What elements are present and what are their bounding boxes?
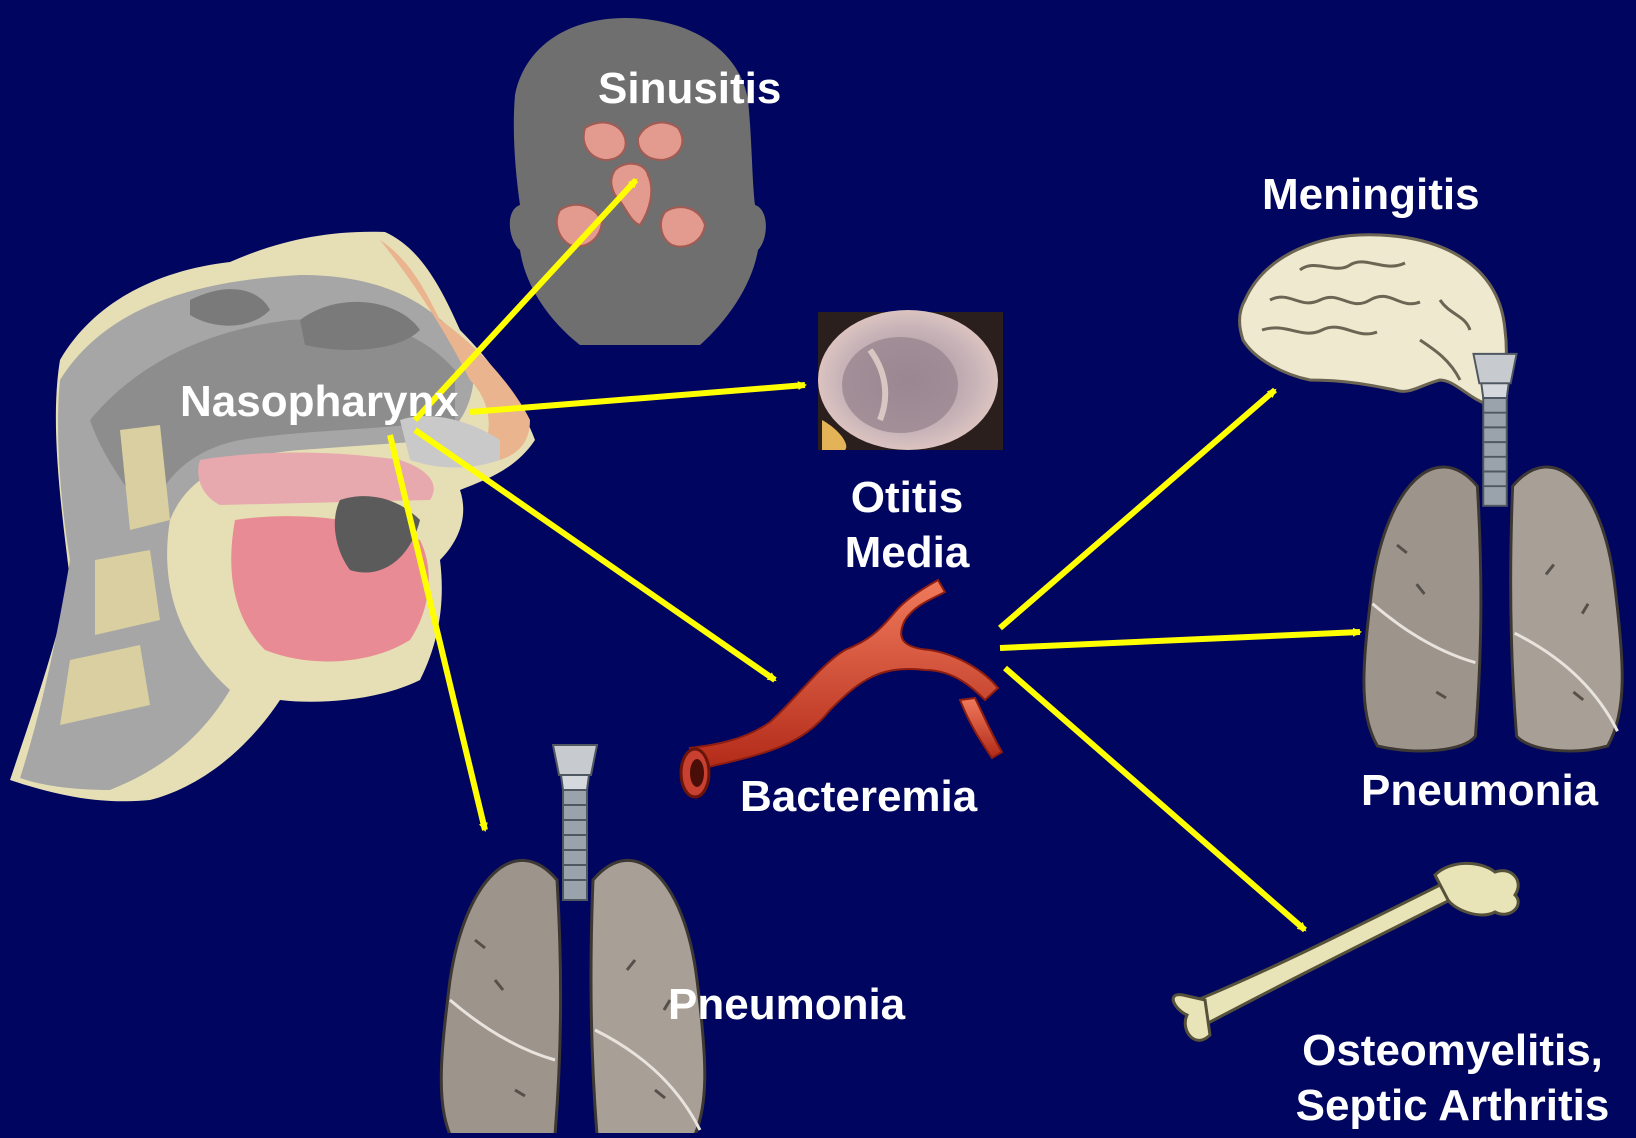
label-pneumonia-left: Pneumonia bbox=[668, 977, 905, 1032]
lungs-icon bbox=[1364, 354, 1622, 751]
label-bacteremia: Bacteremia bbox=[740, 769, 977, 824]
arrow-to-bacteremia bbox=[415, 430, 775, 680]
label-osteomyelitis: Osteomyelitis, Septic Arthritis bbox=[1275, 1023, 1630, 1133]
label-otitis-line2: Media bbox=[832, 525, 982, 580]
label-otitis-media: Otitis Media bbox=[832, 470, 982, 580]
label-nasopharynx: Nasopharynx bbox=[180, 374, 459, 429]
brain-icon bbox=[1239, 235, 1506, 405]
arrow-to-meningitis bbox=[1000, 390, 1275, 628]
arrow-to-otitis bbox=[470, 385, 805, 412]
label-osteo-line2: Septic Arthritis bbox=[1275, 1078, 1630, 1133]
bone-icon bbox=[1173, 863, 1518, 1040]
label-osteo-line1: Osteomyelitis, bbox=[1275, 1023, 1630, 1078]
label-pneumonia-right: Pneumonia bbox=[1361, 763, 1598, 818]
label-otitis-line1: Otitis bbox=[832, 470, 982, 525]
arrow-to-pneumonia-right bbox=[1000, 632, 1360, 648]
label-sinusitis: Sinusitis bbox=[598, 61, 781, 116]
eardrum-icon bbox=[818, 310, 1003, 450]
label-meningitis: Meningitis bbox=[1262, 167, 1480, 222]
artery-icon bbox=[681, 580, 1002, 797]
arrow-to-osteomyelitis bbox=[1005, 668, 1305, 930]
